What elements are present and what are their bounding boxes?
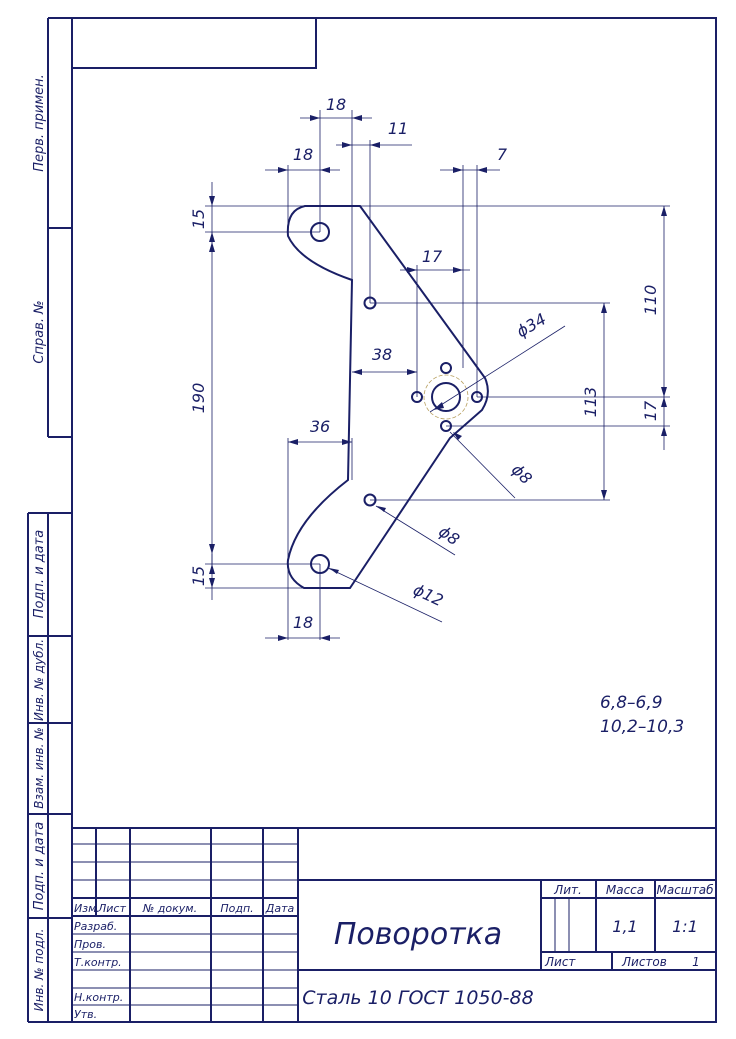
label-inv-no-dubl: Инв. № дубл. <box>32 639 46 721</box>
hdr-podp: Подп. <box>220 902 253 915</box>
label-inv-no-podl: Инв. № подл. <box>32 929 46 1012</box>
note-line-2: 10,2–10,3 <box>600 717 684 737</box>
dim-18-bottom: 18 <box>293 613 313 632</box>
list-label: Лист <box>544 955 576 969</box>
label-vzam-inv-no: Взам. инв. № <box>32 727 46 808</box>
dim-17-right: 17 <box>641 400 660 421</box>
dim-18-top: 18 <box>326 95 346 114</box>
role-razrab: Разраб. <box>74 920 117 933</box>
dim-phi12: ϕ12 <box>410 580 446 610</box>
note-line-1: 6,8–6,9 <box>600 693 663 713</box>
label-podp-i-data-1: Подп. и дата <box>32 530 47 619</box>
dim-7: 7 <box>497 145 508 164</box>
role-tkontr: Т.контр. <box>74 956 122 969</box>
dim-phi34: ϕ34 <box>513 309 549 341</box>
dim-110: 110 <box>641 285 660 316</box>
left-side-strip <box>27 17 72 1023</box>
dim-113: 113 <box>581 387 600 418</box>
lit-label: Лит. <box>553 883 582 897</box>
listov-label: Листов <box>621 955 667 969</box>
label-podp-i-data-2: Подп. и дата <box>32 822 47 911</box>
hdr-data: Дата <box>265 902 295 915</box>
masshtab-label: Масштаб <box>656 883 714 897</box>
dim-15-top: 15 <box>189 209 208 229</box>
dim-phi8-a: ϕ8 <box>508 460 536 488</box>
hdr-izm: Изм. <box>74 902 100 915</box>
dim-18-left: 18 <box>293 145 313 164</box>
top-corner-box <box>71 17 317 69</box>
dim-38: 38 <box>372 345 392 364</box>
dim-190: 190 <box>189 383 208 414</box>
role-nkontr: Н.контр. <box>74 991 123 1004</box>
bolt-circle <box>423 374 469 420</box>
label-sprav-no: Справ. № <box>32 300 47 363</box>
hdr-list: Лист <box>97 902 126 915</box>
role-prov: Пров. <box>74 938 106 951</box>
hole-bolt-top <box>440 362 452 374</box>
masshtab-value: 1:1 <box>672 917 698 936</box>
dim-36: 36 <box>310 417 330 436</box>
dim-17-mid: 17 <box>422 247 443 266</box>
title-block-grid <box>72 827 716 1022</box>
massa-value: 1,1 <box>612 917 637 936</box>
hole-center <box>431 382 461 412</box>
outer-border <box>71 17 717 1023</box>
extension-lines <box>205 110 670 640</box>
label-perv-primen: Перв. примен. <box>32 74 47 172</box>
part-material: Сталь 10 ГОСТ 1050-88 <box>302 987 533 1009</box>
part-outline <box>286 205 489 589</box>
arrowheads <box>209 115 667 641</box>
part-name: Поворотка <box>334 917 502 952</box>
dim-15-bottom: 15 <box>189 566 208 586</box>
listov-value: 1 <box>692 955 700 969</box>
dim-11: 11 <box>388 119 408 138</box>
hdr-no-dokum: № докум. <box>142 902 197 915</box>
massa-label: Масса <box>606 883 644 897</box>
role-utv: Утв. <box>74 1008 97 1021</box>
